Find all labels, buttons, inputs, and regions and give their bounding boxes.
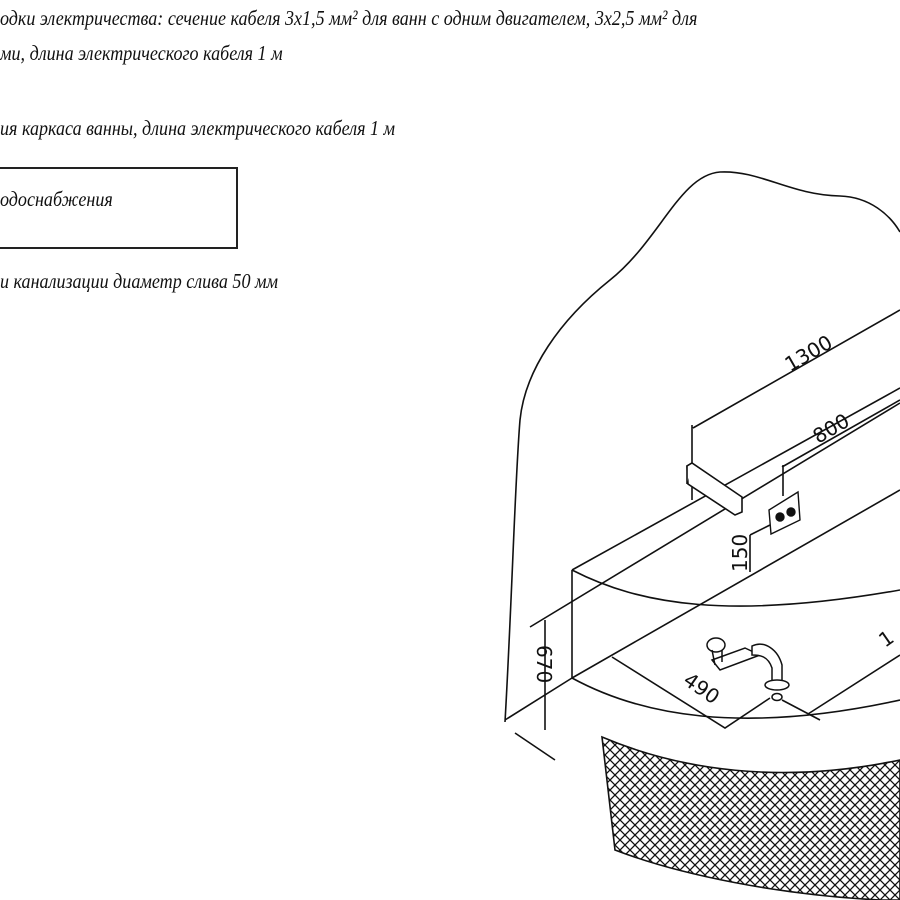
note-frame-cable: ия каркаса ванны, длина электрического к… bbox=[0, 116, 396, 140]
dimension-670: 670 bbox=[532, 645, 556, 683]
wall-outline bbox=[504, 171, 900, 723]
note-electric-cable: одки электричества: сечение кабеля 3х1,5… bbox=[0, 6, 698, 30]
tub-top-edge bbox=[571, 387, 900, 571]
control-panel-icon bbox=[768, 490, 801, 536]
note-electric-cable-cont: ми, длина электрического кабеля 1 м bbox=[0, 41, 283, 65]
tub-base-edge bbox=[571, 489, 900, 679]
tub-rim-edge bbox=[529, 402, 900, 628]
floor-line bbox=[504, 677, 573, 721]
mixer-faucet-icon bbox=[706, 637, 790, 702]
dimension-line-150 bbox=[749, 524, 771, 572]
dimension-150: 150 bbox=[728, 534, 752, 572]
dimension-1300: 1300 bbox=[781, 330, 837, 376]
dimension-partial: 1 bbox=[874, 625, 898, 652]
spout-icon bbox=[686, 462, 743, 516]
hatched-apron bbox=[601, 735, 900, 900]
note-drain: и канализации диаметр слива 50 мм bbox=[0, 269, 279, 293]
dimension-line-490 bbox=[611, 656, 771, 729]
note-water-supply: одоснабжения bbox=[0, 187, 113, 211]
dimension-line-800 bbox=[781, 399, 900, 496]
dimension-800: 800 bbox=[809, 408, 854, 448]
dimension-line-right bbox=[781, 654, 900, 721]
floor-line-2 bbox=[514, 732, 556, 761]
tub-bottom-arc bbox=[571, 677, 900, 719]
tub-top-arc bbox=[571, 569, 900, 607]
water-supply-box bbox=[0, 167, 238, 249]
